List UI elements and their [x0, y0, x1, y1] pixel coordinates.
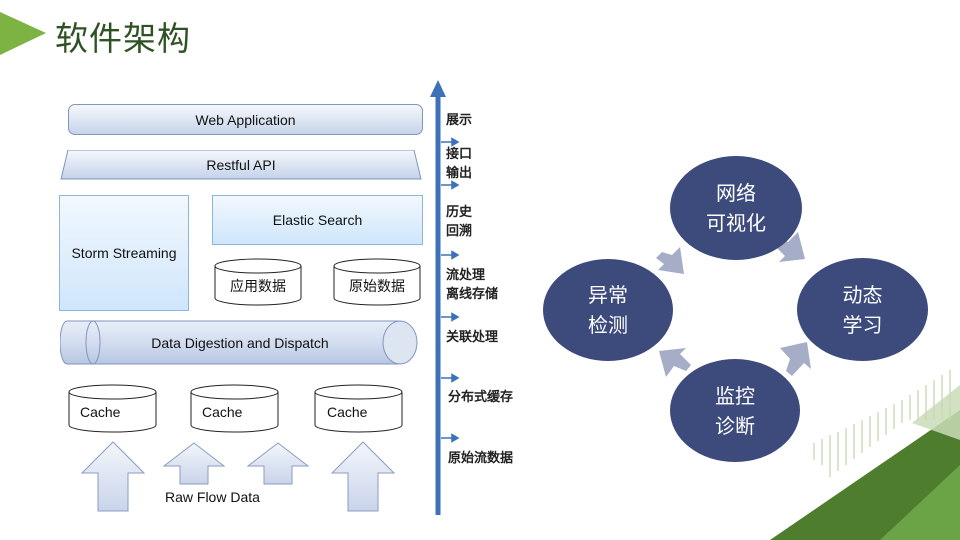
elastic-search-box: Elastic Search [212, 195, 423, 245]
axis-label-correlation: 关联处理 [446, 330, 499, 345]
cycle-arrow [780, 342, 811, 376]
web-application-layer: Web Application [68, 104, 423, 135]
node-anomaly-detection-line1: 异常 [588, 283, 628, 307]
axis-label-output: 输出 [446, 166, 473, 181]
raw-flow-arrow [162, 442, 226, 485]
cache-label: Cache [327, 404, 368, 420]
raw-flow-arrow [246, 442, 310, 485]
axis-label-history: 历史 [446, 205, 473, 220]
node-monitor-diagnose-line2: 诊断 [715, 413, 755, 438]
corner-triangle-decoration [0, 12, 46, 55]
raw-flow-data-label: Raw Flow Data [165, 489, 260, 505]
axis-label-distributed-cache: 分布式缓存 [448, 390, 514, 405]
node-dynamic-learning-line1: 动态 [842, 282, 883, 307]
cache-label: Cache [202, 404, 243, 420]
raw-flow-arrow [330, 441, 396, 512]
raw-flow-arrows [80, 441, 396, 512]
node-monitor-diagnose-line1: 监控 [715, 383, 755, 408]
restful-api-label: Restful API [206, 157, 276, 173]
app-data-label: 应用数据 [230, 278, 286, 294]
corner-stripes-decoration [770, 370, 960, 540]
axis-label-display: 展示 [446, 113, 473, 128]
layer-axis [430, 80, 460, 515]
node-network-visualization: 网络可视化 [670, 156, 802, 260]
data-digestion-pipe: Data Digestion and Dispatch [60, 320, 420, 365]
node-anomaly-detection: 异常检测 [543, 259, 673, 361]
page-title: 软件架构 [55, 19, 191, 58]
node-dynamic-learning-line2: 学习 [842, 312, 883, 337]
axis-label-backtrack: 回溯 [446, 224, 473, 239]
cache-cylinder: Cache [68, 384, 157, 433]
node-network-visualization-line2: 可视化 [706, 211, 766, 235]
storm-streaming-box: Storm Streaming [59, 195, 189, 311]
node-anomaly-detection-line2: 检测 [588, 313, 628, 337]
raw-data-cylinder: 原始数据 [333, 258, 421, 306]
app-data-cylinder: 应用数据 [214, 258, 302, 306]
cache-cylinder: Cache [190, 384, 279, 433]
node-network-visualization-line1: 网络 [716, 181, 756, 205]
cache-cylinder: Cache [314, 384, 403, 433]
axis-label-raw-stream-data: 原始流数据 [448, 451, 514, 466]
node-dynamic-learning: 动态学习 [797, 258, 928, 361]
axis-label-stream-processing: 流处理 [446, 268, 486, 283]
axis-label-interface: 接口 [446, 147, 473, 162]
cycle-arrow [656, 247, 684, 274]
cycle-arrows [656, 232, 811, 377]
cycle-arrow [659, 348, 691, 377]
raw-data-label: 原始数据 [349, 278, 405, 294]
data-digestion-label: Data Digestion and Dispatch [151, 334, 329, 351]
node-monitor-diagnose: 监控诊断 [670, 359, 800, 462]
restful-api-layer: Restful API [60, 150, 422, 180]
axis-label-offline-storage: 离线存储 [446, 287, 499, 302]
cache-label: Cache [80, 404, 121, 420]
raw-flow-arrow [80, 441, 146, 512]
